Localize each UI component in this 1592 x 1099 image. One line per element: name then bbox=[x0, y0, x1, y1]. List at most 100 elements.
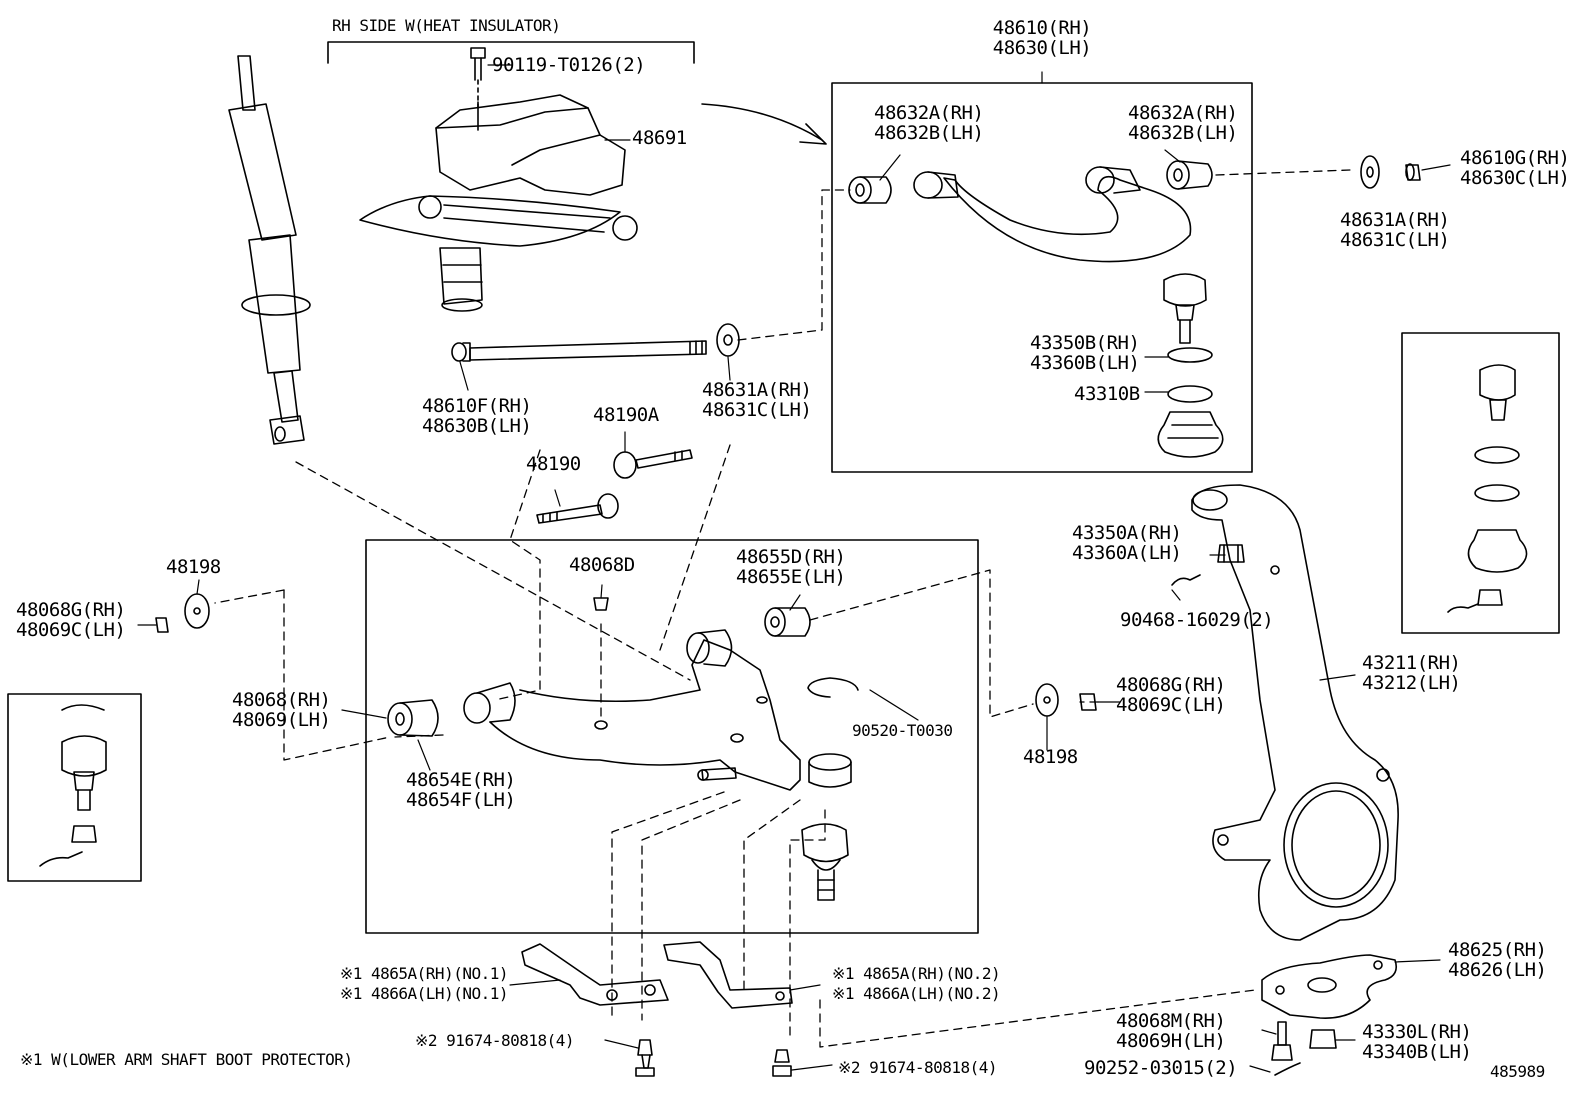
ball-joint-box-right bbox=[1401, 332, 1560, 634]
rh-side-bracket bbox=[327, 41, 695, 64]
label-48631-top-group: 48631A(RH) 48631C(LH) bbox=[1340, 209, 1450, 251]
label-48626: 48626(LH) bbox=[1448, 959, 1547, 981]
label-4865A-no2: ※1 4865A(RH)(NO.2) bbox=[832, 964, 1001, 983]
label-48068G-right-group: 48068G(RH) 48069C(LH) bbox=[1116, 674, 1226, 716]
label-43211-group: 43211(RH) 43212(LH) bbox=[1362, 652, 1461, 694]
label-48632-right-group: 48632A(RH) 48632B(LH) bbox=[1128, 102, 1238, 144]
label-48198-left: 48198 bbox=[166, 556, 221, 578]
label-48625-group: 48625(RH) 48626(LH) bbox=[1448, 940, 1547, 981]
boot-protector-no2 bbox=[663, 941, 793, 1009]
label-43340B: 43340B(LH) bbox=[1362, 1041, 1472, 1063]
label-43212: 43212(LH) bbox=[1362, 672, 1461, 694]
label-43330L-group: 43330L(RH) 43340B(LH) bbox=[1362, 1021, 1472, 1063]
label-43350B-group: 43350B(RH) 43360B(LH) bbox=[1030, 333, 1140, 374]
label-90119: 90119-T0126(2) bbox=[492, 54, 646, 76]
label-48068: 48068(RH) bbox=[232, 689, 331, 711]
label-48190A: 48190A bbox=[593, 404, 659, 426]
label-48632-left-group: 48632A(RH) 48632B(LH) bbox=[874, 102, 984, 144]
curved-arrow bbox=[701, 103, 823, 141]
label-48630C: 48630C(LH) bbox=[1460, 167, 1570, 189]
label-48630: 48630(LH) bbox=[992, 37, 1092, 59]
lower-arm-box bbox=[365, 539, 979, 934]
label-43330L: 43330L(RH) bbox=[1362, 1021, 1472, 1043]
label-48631C-mid: 48631C(LH) bbox=[702, 399, 812, 421]
label-90468: 90468-16029(2) bbox=[1120, 609, 1274, 631]
label-48654E: 48654E(RH) bbox=[406, 769, 516, 791]
nut-48068G-right bbox=[1079, 693, 1097, 711]
label-48631A-top: 48631A(RH) bbox=[1340, 209, 1450, 231]
label-4866A-no1: ※1 4866A(LH)(NO.1) bbox=[339, 984, 509, 1003]
label-48068-group: 48068(RH) 48069(LH) bbox=[232, 689, 331, 731]
cam-bolt-48190 bbox=[536, 493, 619, 524]
ball-joint-kit-left bbox=[39, 704, 107, 867]
label-48632B-right: 48632B(LH) bbox=[1128, 122, 1238, 144]
label-48632B-left: 48632B(LH) bbox=[874, 122, 984, 144]
label-48654-group: 48654E(RH) 48654F(LH) bbox=[406, 769, 516, 811]
label-48068G-right: 48068G(RH) bbox=[1116, 674, 1226, 696]
castle-nut-43330L bbox=[1309, 1029, 1337, 1049]
label-48631C-top: 48631C(LH) bbox=[1340, 229, 1450, 251]
label-43211: 43211(RH) bbox=[1362, 652, 1461, 674]
label-48655-group: 48655D(RH) 48655E(LH) bbox=[736, 546, 846, 587]
label-48068M-group: 48068M(RH) 48069H(LH) bbox=[1116, 1010, 1226, 1051]
bushing-48632-left bbox=[848, 176, 892, 204]
label-48631-mid-group: 48631A(RH) 48631C(LH) bbox=[702, 380, 812, 421]
guide-lines bbox=[214, 169, 1351, 1048]
footnote: ※1 W(LOWER ARM SHAFT BOOT PROTECTOR) bbox=[20, 1050, 353, 1069]
heat-insulator bbox=[435, 94, 626, 196]
label-48610G: 48610G(RH) bbox=[1460, 147, 1570, 169]
label-48610F: 48610F(RH) bbox=[422, 395, 532, 417]
nut-48068D bbox=[593, 597, 609, 611]
label-4865A-no2-group: ※1 4865A(RH)(NO.2) ※1 4866A(LH)(NO.2) bbox=[832, 964, 1001, 1004]
label-91674-left: ※2 91674-80818(4) bbox=[415, 1031, 575, 1050]
label-48655D: 48655D(RH) bbox=[736, 546, 846, 568]
steering-knuckle bbox=[1191, 484, 1399, 941]
shock-absorber bbox=[228, 55, 311, 445]
label-48654F: 48654F(LH) bbox=[406, 789, 516, 811]
washer-48631A-mid bbox=[716, 323, 740, 357]
ball-joint-bracket bbox=[1261, 954, 1398, 1019]
cotter-pin-90468 bbox=[1171, 574, 1201, 586]
label-48069: 48069(LH) bbox=[232, 709, 331, 731]
label-48610F-group: 48610F(RH) 48630B(LH) bbox=[422, 395, 532, 437]
label-90520: 90520-T0030 bbox=[852, 721, 953, 740]
washer-48198-right bbox=[1035, 683, 1059, 717]
nut-48610G bbox=[1405, 163, 1421, 181]
label-48632A-left: 48632A(RH) bbox=[874, 102, 984, 124]
upper-arm-outline bbox=[359, 195, 638, 312]
bolt-48068M bbox=[1271, 1021, 1293, 1061]
castle-nut-43350A bbox=[1217, 544, 1245, 563]
label-48069C-left: 48069C(LH) bbox=[16, 619, 126, 641]
label-48068G-left: 48068G(RH) bbox=[16, 599, 126, 621]
label-48068D: 48068D bbox=[569, 554, 635, 576]
label-90252: 90252-03015(2) bbox=[1084, 1057, 1238, 1079]
label-48068G-left-group: 48068G(RH) 48069C(LH) bbox=[16, 599, 126, 641]
label-48068M: 48068M(RH) bbox=[1116, 1010, 1226, 1032]
label-48691: 48691 bbox=[632, 127, 687, 149]
label-48190: 48190 bbox=[526, 453, 581, 475]
bushing-48632-right bbox=[1166, 160, 1213, 190]
ball-joint-box-left bbox=[7, 693, 142, 882]
label-91674-right: ※2 91674-80818(4) bbox=[838, 1058, 998, 1077]
label-48632A-right: 48632A(RH) bbox=[1128, 102, 1238, 124]
bolt-90119 bbox=[470, 47, 486, 111]
label-48630B: 48630B(LH) bbox=[422, 415, 532, 437]
bushing-48655 bbox=[764, 607, 811, 637]
label-43350A: 43350A(RH) bbox=[1072, 522, 1182, 544]
bolt-91674-left bbox=[635, 1039, 655, 1077]
label-43350A-group: 43350A(RH) 43360A(LH) bbox=[1072, 522, 1182, 563]
label-43310B: 43310B bbox=[1074, 383, 1140, 405]
bolt-48610F bbox=[451, 340, 707, 362]
leader-lines bbox=[137, 64, 1451, 1073]
snap-ring-90520 bbox=[807, 677, 859, 698]
label-4866A-no2: ※1 4866A(LH)(NO.2) bbox=[832, 984, 1001, 1003]
cotter-pin-90252 bbox=[1274, 1062, 1301, 1076]
cam-bolt-48190A bbox=[613, 449, 693, 479]
label-43360B: 43360B(LH) bbox=[1030, 352, 1140, 374]
label-4865A-no1-group: ※1 4865A(RH)(NO.1) ※1 4866A(LH)(NO.1) bbox=[300, 964, 509, 1004]
bolt-91674-right bbox=[772, 1049, 792, 1077]
label-48069C-right: 48069C(LH) bbox=[1116, 694, 1226, 716]
label-48610G-group: 48610G(RH) 48630C(LH) bbox=[1460, 147, 1570, 189]
